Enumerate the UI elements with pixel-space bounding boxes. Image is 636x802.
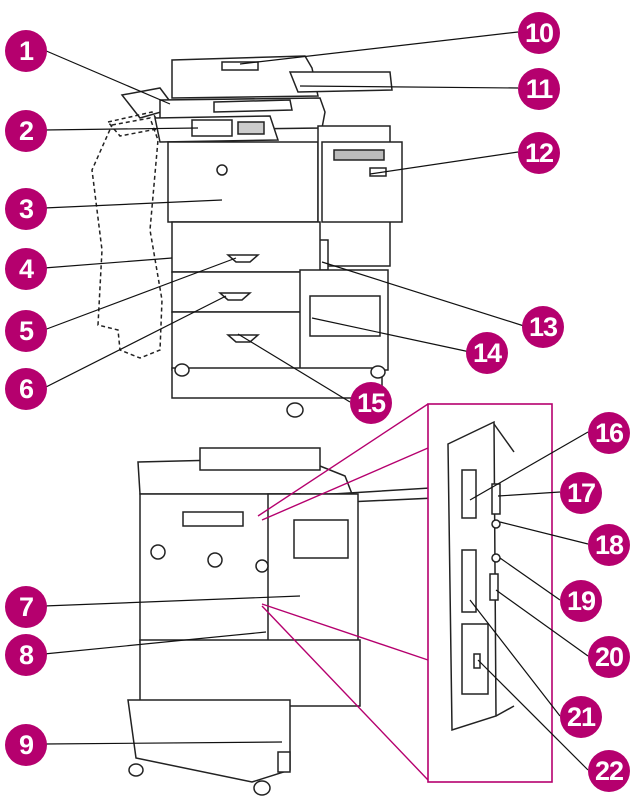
rear-formatter-slot <box>182 511 244 527</box>
tray-handle-4 <box>226 334 260 343</box>
zoom-line-upper <box>261 447 429 521</box>
zoom-line-bottom <box>261 605 429 781</box>
tray-2 <box>171 221 321 273</box>
callout-2: 2 <box>5 110 47 152</box>
rear-knob-right <box>255 559 269 573</box>
rear-caster-right <box>253 780 271 796</box>
leader-5 <box>43 257 237 331</box>
control-panel-keypad <box>237 121 265 135</box>
leader-13 <box>321 261 525 327</box>
tray-handle-3 <box>218 292 252 301</box>
zoom-line-top <box>257 403 429 517</box>
leader-6 <box>43 295 227 389</box>
rear-caster-left <box>128 763 144 777</box>
rear-stand-base <box>127 699 291 783</box>
hp-logo <box>216 164 228 176</box>
leader-7 <box>43 595 301 607</box>
callout-15: 15 <box>350 382 392 424</box>
front-door <box>167 141 319 223</box>
leader-3 <box>43 199 223 209</box>
callout-22: 22 <box>588 750 630 792</box>
thumbscrew-bottom <box>495 705 515 717</box>
callout-19: 19 <box>560 580 602 622</box>
leader-9 <box>43 741 283 745</box>
callout-21: 21 <box>560 696 602 738</box>
callout-1: 1 <box>5 30 47 72</box>
output-bin-2 <box>106 111 164 137</box>
lower-right-door <box>309 295 381 337</box>
port-20 <box>489 573 499 601</box>
leader-11 <box>299 85 519 89</box>
port-18 <box>491 519 501 529</box>
leader-12 <box>369 151 519 175</box>
leader-14 <box>311 317 471 353</box>
tray-handle-2 <box>226 254 260 263</box>
callout-8: 8 <box>5 634 47 676</box>
leader-16 <box>469 431 589 501</box>
zoom-line-lower <box>261 603 429 661</box>
rear-side-vent <box>293 519 349 559</box>
eio-slot-1 <box>461 469 477 519</box>
callout-11: 11 <box>518 68 560 110</box>
eio-slot-21 <box>461 549 477 613</box>
caster-back-right <box>370 365 386 379</box>
adf-output-bin <box>213 99 293 113</box>
port-19 <box>491 553 501 563</box>
leader-17 <box>497 491 561 497</box>
thumbscrew-top <box>493 423 515 453</box>
callout-5: 5 <box>5 310 47 352</box>
callout-13: 13 <box>522 306 564 348</box>
callout-20: 20 <box>588 636 630 678</box>
callout-12: 12 <box>518 132 560 174</box>
caster-front-left <box>174 363 190 377</box>
callout-10: 10 <box>518 12 560 54</box>
callout-18: 18 <box>588 524 630 566</box>
leader-21 <box>469 599 561 717</box>
leader-2 <box>43 127 199 131</box>
leader-1 <box>43 49 171 105</box>
leader-19 <box>499 557 561 601</box>
rear-knob-left <box>150 544 166 560</box>
callout-9: 9 <box>5 724 47 766</box>
adf-input-tray <box>288 71 393 93</box>
leader-8 <box>43 631 267 655</box>
rear-adf <box>199 447 321 471</box>
tray-1-vent <box>333 149 385 161</box>
stand-base <box>171 367 383 399</box>
leader-22 <box>477 659 589 771</box>
callout-6: 6 <box>5 368 47 410</box>
callout-16: 16 <box>588 412 630 454</box>
port-22 <box>473 653 481 669</box>
callout-4: 4 <box>5 248 47 290</box>
caster-front-right <box>286 402 304 418</box>
tray-3 <box>171 271 321 313</box>
leader-10 <box>239 31 519 65</box>
rear-stand <box>139 639 361 707</box>
rear-knob-mid <box>207 552 223 568</box>
finisher-outline <box>91 117 163 359</box>
callout-7: 7 <box>5 586 47 628</box>
leader-15 <box>237 333 351 403</box>
leader-18 <box>499 521 589 545</box>
leader-4 <box>43 257 173 269</box>
callout-14: 14 <box>466 332 508 374</box>
callout-17: 17 <box>560 472 602 514</box>
power-switch-outlet <box>277 751 291 773</box>
leader-20 <box>495 589 589 657</box>
adf-handle <box>221 61 259 71</box>
callout-3: 3 <box>5 188 47 230</box>
port-17 <box>491 483 501 515</box>
